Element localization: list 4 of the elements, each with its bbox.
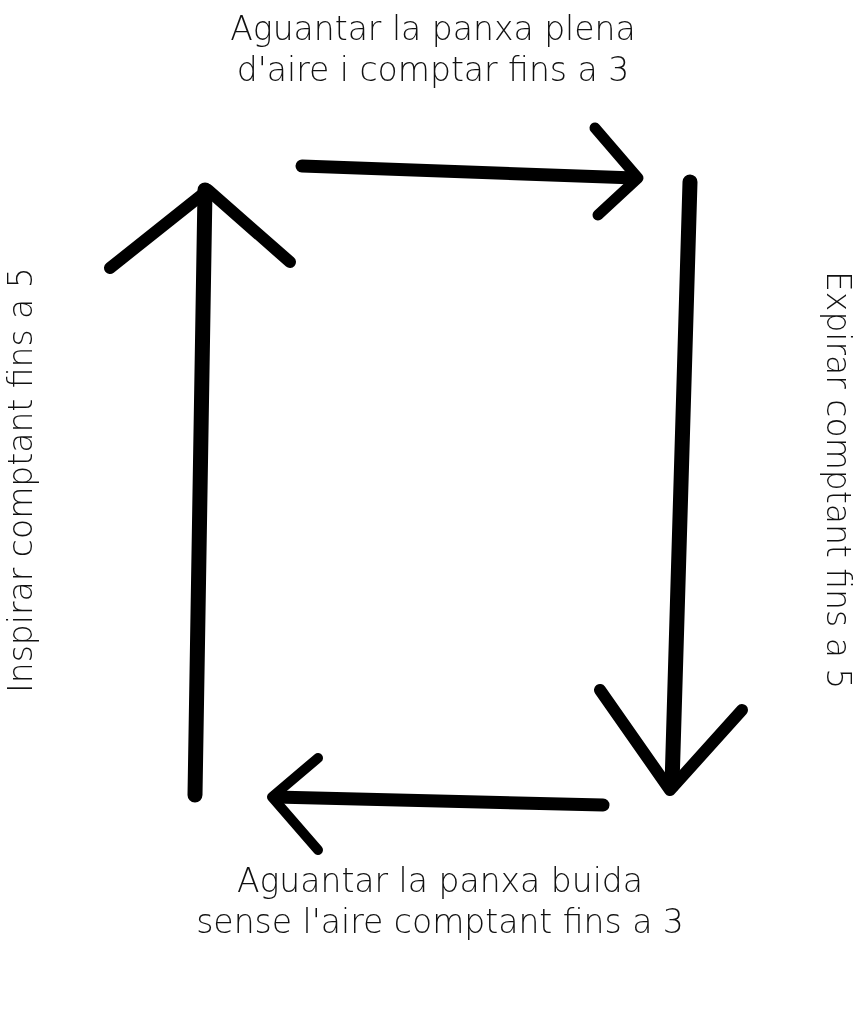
step-label: Aguantar la panxa plena d'aire i comptar fins a 3 <box>229 8 637 91</box>
step-label: Expirar comptant fins a 5 <box>818 269 860 692</box>
step-label: Inspirar comptant fins a 5 <box>0 266 41 695</box>
step-label: Aguantar la panxa buida sense l'aire comptant fins a 3 <box>195 860 685 943</box>
